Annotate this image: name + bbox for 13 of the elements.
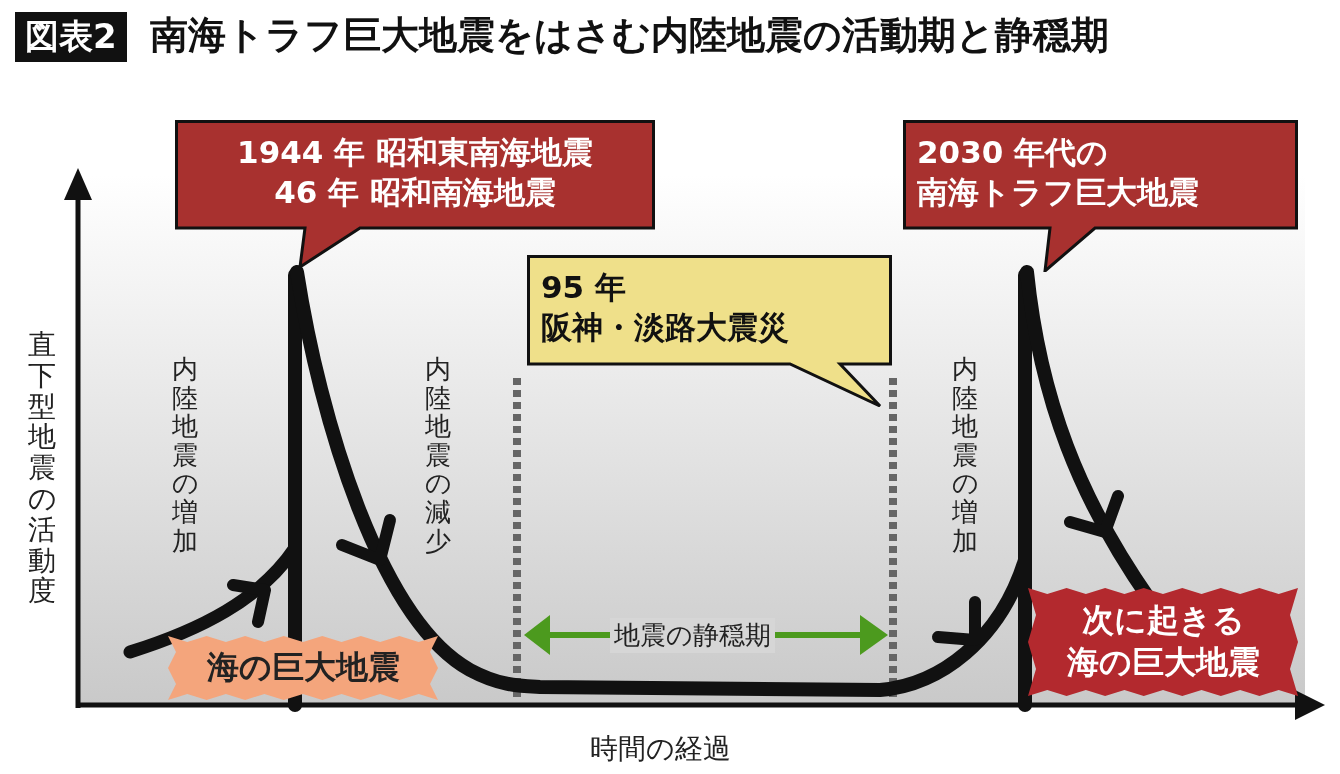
axis-label: 時間の経過	[590, 731, 731, 767]
vertical-label: 内陸地震の増加	[172, 355, 198, 556]
figure-number: 図表2	[15, 12, 127, 62]
vertical-label: 内陸地震の増加	[952, 355, 978, 556]
axis-label: 直下型地震の活動度	[28, 330, 56, 608]
callout-box: 95 年阪神・淡路大震災	[527, 255, 892, 407]
period-label: 地震の静穏期	[610, 618, 775, 653]
vertical-label: 内陸地震の減少	[425, 355, 451, 556]
burst-label: 次に起きる海の巨大地震	[1028, 588, 1298, 696]
callout-box: 2030 年代の南海トラフ巨大地震	[903, 120, 1298, 272]
callout-box: 1944 年 昭和東南海地震 46 年 昭和南海地震	[175, 120, 655, 268]
burst-label: 海の巨大地震	[168, 636, 438, 700]
title: 南海トラフ巨大地震をはさむ内陸地震の活動期と静穏期	[150, 12, 1109, 59]
